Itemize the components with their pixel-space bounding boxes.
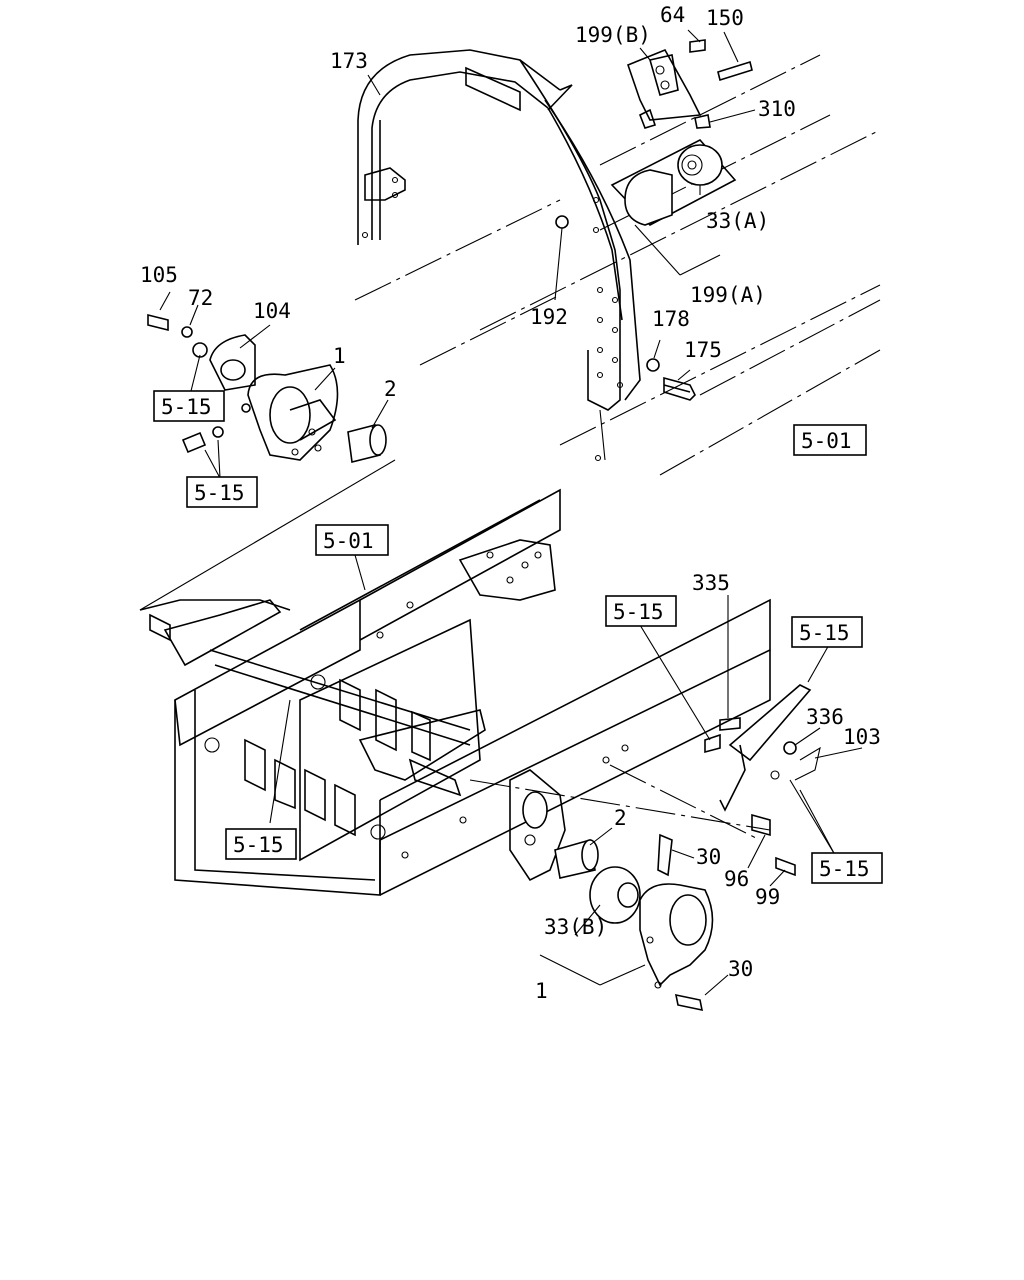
part-number-labels: 173 199(B) 64 150 310 33(A) 199(A) 192 1… xyxy=(140,3,881,1003)
svg-text:5-15: 5-15 xyxy=(233,833,284,857)
label-104: 104 xyxy=(253,299,291,323)
mount-199a xyxy=(555,139,737,229)
label-103: 103 xyxy=(843,725,881,749)
label-72: 72 xyxy=(188,286,213,310)
lower-frame xyxy=(139,488,771,896)
bolts-178-175 xyxy=(646,358,696,401)
label-173: 173 xyxy=(330,49,368,73)
label-105: 105 xyxy=(140,263,178,287)
ref-box-5-15-d: 5-15 xyxy=(791,616,863,648)
label-336: 336 xyxy=(806,705,844,729)
svg-text:5-01: 5-01 xyxy=(801,429,852,453)
label-64: 64 xyxy=(660,3,685,27)
svg-text:5-15: 5-15 xyxy=(819,857,870,881)
label-199b: 199(B) xyxy=(575,23,651,47)
ref-box-5-01-a: 5-01 xyxy=(793,424,867,456)
svg-text:5-15: 5-15 xyxy=(194,481,245,505)
label-99: 99 xyxy=(755,885,780,909)
label-175: 175 xyxy=(684,338,722,362)
label-335: 335 xyxy=(692,571,730,595)
ref-box-5-15-e: 5-15 xyxy=(225,828,297,860)
label-310: 310 xyxy=(758,97,796,121)
label-30-a: 30 xyxy=(696,845,721,869)
label-33b: 33(B) xyxy=(544,915,607,939)
label-96: 96 xyxy=(724,867,749,891)
svg-text:5-15: 5-15 xyxy=(799,621,850,645)
svg-text:5-15: 5-15 xyxy=(613,600,664,624)
label-1-top: 1 xyxy=(333,344,346,368)
label-33a: 33(A) xyxy=(706,209,769,233)
label-199a: 199(A) xyxy=(690,283,766,307)
svg-text:5-15: 5-15 xyxy=(161,395,212,419)
ref-box-5-15-f: 5-15 xyxy=(811,852,883,884)
label-2-top: 2 xyxy=(384,377,397,401)
label-192: 192 xyxy=(530,305,568,329)
label-1-bot: 1 xyxy=(535,979,548,1003)
ref-box-5-15-b: 5-15 xyxy=(186,476,258,508)
label-2-bot: 2 xyxy=(614,806,627,830)
cab-support-frame xyxy=(357,49,641,462)
label-178: 178 xyxy=(652,307,690,331)
ref-box-5-15-c: 5-15 xyxy=(605,595,677,627)
lower-dash-lines xyxy=(469,764,771,841)
bracket-199b xyxy=(626,39,753,129)
lower-mount-assembly xyxy=(509,684,821,1012)
upper-mount-assembly xyxy=(139,313,396,611)
ref-box-5-15-a: 5-15 xyxy=(153,390,225,422)
leader-lines xyxy=(159,29,863,996)
reference-boxes: 5-15 5-15 5-01 5-01 5-15 5-15 5-15 5-15 xyxy=(153,390,883,884)
label-150: 150 xyxy=(706,6,744,30)
svg-text:5-01: 5-01 xyxy=(323,529,374,553)
ref-box-5-01-b: 5-01 xyxy=(315,524,389,556)
label-30-b: 30 xyxy=(728,957,753,981)
